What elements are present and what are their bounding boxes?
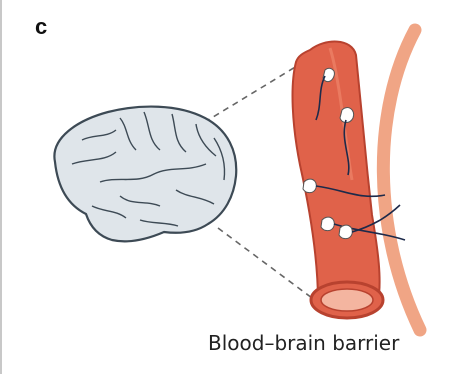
caption: Blood–brain barrier xyxy=(208,333,399,353)
outer-barrier-wall xyxy=(383,30,420,330)
brain xyxy=(54,107,236,242)
